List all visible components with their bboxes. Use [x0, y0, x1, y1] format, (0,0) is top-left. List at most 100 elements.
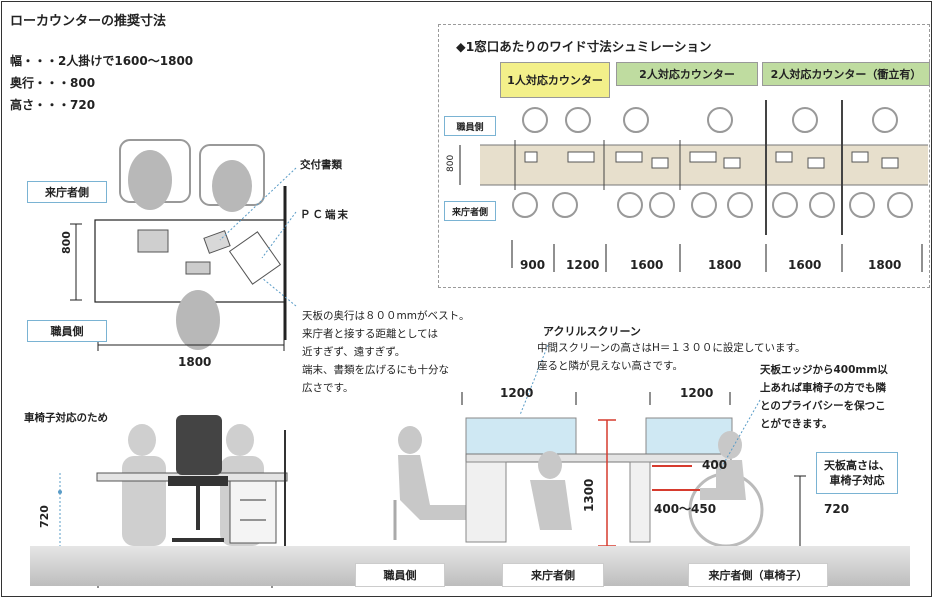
elev-wheelchair-user-body — [700, 460, 746, 500]
callout-depth — [261, 277, 297, 307]
sim-seat-visitor-7 — [772, 192, 798, 218]
sim-seat-visitor-9 — [849, 192, 875, 218]
sim-header-1: 1人対応カウンター — [500, 62, 610, 98]
sim-dim-1600-a: 1600 — [630, 258, 664, 272]
elev-acrylic-screen-1 — [465, 417, 577, 455]
wheelchair-note-1: 天板エッジから400mm以 — [760, 364, 888, 376]
sim-depth-label: 800 — [446, 154, 456, 172]
elev-dim-1300: 1300 — [582, 478, 596, 512]
elev-counter-leg-2 — [629, 461, 651, 543]
elev-person-2-head — [226, 424, 254, 456]
plan-dim-1800: 1800 — [178, 355, 212, 369]
wheelchair-note-4: とができます。 — [760, 418, 833, 430]
elev-dim-400: 400 — [702, 458, 728, 472]
sim-staff-label: 職員側 — [444, 116, 496, 136]
elev-dim-dot — [58, 490, 62, 494]
sim-dim-1200: 1200 — [566, 258, 600, 272]
elev-office-chair-back — [176, 415, 222, 475]
elev-wheelchair-user-head — [718, 431, 742, 459]
elev-dim-400-450: 400〜450 — [654, 502, 717, 516]
table-height-note-2: 車椅子対応 — [829, 474, 885, 487]
sim-doc-5 — [689, 151, 717, 163]
elevation-view — [58, 344, 806, 588]
callout-pc — [261, 211, 297, 259]
note-depth-5: 広さです。 — [302, 382, 354, 394]
sim-visitor-label: 来庁者側 — [444, 201, 496, 221]
sim-seat-staff-6 — [872, 107, 898, 133]
sim-doc-8 — [807, 157, 825, 169]
simulation-drawing — [459, 100, 928, 272]
sim-seat-visitor-6 — [727, 192, 753, 218]
label-documents: 交付書類 — [300, 159, 342, 171]
plan-dim-800: 800 — [60, 231, 73, 254]
spec-depth: 奥行・・・800 — [10, 76, 96, 90]
simulation-title: ◆1窓口あたりのワイド寸法シュミレーション — [456, 39, 712, 54]
sim-seat-staff-1 — [522, 107, 548, 133]
elev-wheelchair-label: 車椅子対応のため — [24, 412, 108, 424]
sim-seat-visitor-8 — [809, 192, 835, 218]
sim-seat-staff-2 — [565, 107, 591, 133]
sim-seat-visitor-4 — [649, 192, 675, 218]
callout-wheelchair — [719, 399, 761, 471]
plan-documents-left — [137, 229, 169, 253]
plan-staff-side-label: 職員側 — [27, 320, 107, 342]
elev-staff-body — [398, 455, 470, 520]
sim-doc-4 — [651, 157, 669, 169]
sim-doc-2 — [567, 151, 595, 163]
elev-person-1-head — [128, 424, 156, 456]
elev-dim-720-right: 720 — [824, 502, 850, 516]
note-depth-2: 来庁者と接する距離としては — [302, 328, 438, 340]
sim-header-2: 2人対応カウンター — [616, 62, 758, 86]
plan-view — [70, 139, 297, 351]
sim-dim-900: 900 — [520, 258, 546, 272]
elev-office-chair-seat — [168, 476, 228, 486]
sim-seat-visitor-3 — [617, 192, 643, 218]
spec-width: 幅・・・2人掛けで1600〜1800 — [10, 54, 194, 68]
sim-seat-visitor-5 — [691, 192, 717, 218]
wheelchair-note-3: とのプライバシーを保つこ — [760, 400, 886, 412]
elev-dim-720-left: 720 — [38, 505, 51, 528]
sim-doc-10 — [881, 157, 899, 169]
page-title: ローカウンターの推奨寸法 — [10, 14, 167, 29]
spec-height: 高さ・・・720 — [10, 98, 96, 112]
table-height-note: 天板高さは、 車椅子対応 — [816, 452, 898, 494]
sim-doc-1 — [524, 151, 538, 163]
elev-visitor-body — [530, 480, 572, 530]
elev-visitor-head — [538, 451, 562, 479]
sim-dim-1800-a: 1800 — [708, 258, 742, 272]
sim-seat-visitor-2 — [552, 192, 578, 218]
elev-person-1-body — [122, 456, 166, 546]
elev-dim-1200-a: 1200 — [500, 386, 534, 400]
sim-seat-visitor-10 — [887, 192, 913, 218]
bottom-tag-staff: 職員側 — [355, 563, 445, 587]
sim-doc-3 — [615, 151, 643, 163]
sim-dim-1800-b: 1800 — [868, 258, 902, 272]
sim-seat-visitor-1 — [512, 192, 538, 218]
sim-doc-7 — [775, 151, 793, 163]
note-depth-4: 端末、書類を広げるにも十分な — [302, 364, 449, 376]
elev-counter-top — [465, 453, 732, 463]
sim-seat-staff-3 — [623, 107, 649, 133]
acrylic-title: アクリルスクリーン — [543, 325, 641, 338]
bottom-tag-visitor-wheelchair: 来庁者側（車椅子） — [688, 563, 828, 587]
bottom-tag-visitor: 来庁者側 — [502, 563, 604, 587]
table-height-note-1: 天板高さは、 — [824, 459, 890, 472]
elev-drawer-unit — [229, 480, 277, 544]
callout-documents — [219, 167, 297, 241]
simulation-panel — [438, 24, 930, 288]
sim-doc-9 — [851, 151, 869, 163]
plan-visitor-side-label: 来庁者側 — [27, 181, 107, 203]
label-pc-terminal: ＰＣ端末 — [300, 209, 350, 221]
callout-acrylic — [519, 344, 549, 416]
plan-document-item — [203, 230, 231, 254]
sim-seat-staff-4 — [707, 107, 733, 133]
elev-counter-leg-1 — [465, 461, 507, 543]
plan-person-staff — [176, 290, 220, 350]
sim-seat-staff-5 — [792, 107, 818, 133]
acrylic-line2: 座ると隣が見えない高さです。 — [537, 360, 683, 372]
acrylic-line1: 中間スクリーンの高さはH＝１３００に設定しています。 — [537, 342, 806, 354]
elev-dim-1200-b: 1200 — [680, 386, 714, 400]
